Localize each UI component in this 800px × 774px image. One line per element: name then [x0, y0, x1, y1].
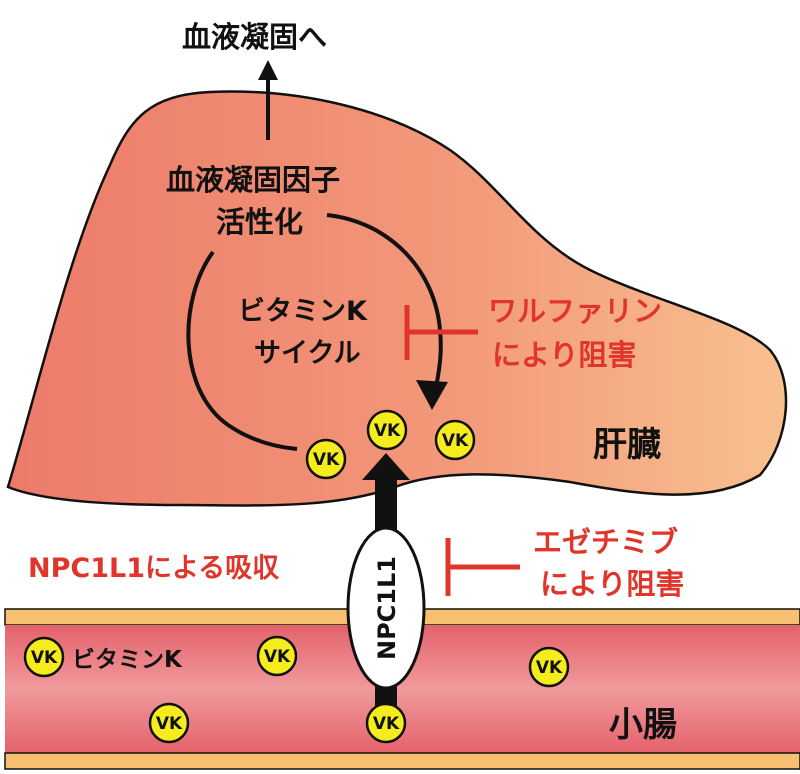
svg-text:VK: VK	[373, 714, 400, 734]
vk-molecule-intestine-legend: VK	[23, 636, 65, 678]
vk-cycle-arrow-head	[416, 380, 448, 410]
vk-cycle-label-2: サイクル	[254, 338, 361, 369]
npc1l1-absorption-label: NPC1L1による吸収	[28, 553, 280, 584]
svg-text:VK: VK	[31, 648, 58, 668]
intestine-wall-bottom	[4, 752, 800, 770]
svg-text:VK: VK	[313, 450, 340, 470]
coag-factor-label-1: 血液凝固因子	[166, 163, 340, 197]
vk-molecule-intestine-3: VK	[528, 646, 570, 688]
vk-molecule-liver-left: VK	[305, 438, 347, 480]
svg-text:VK: VK	[156, 714, 183, 734]
svg-text:VK: VK	[442, 431, 469, 451]
top-destination-label: 血液凝固へ	[182, 20, 327, 54]
warfarin-label-1: ワルファリン	[488, 294, 662, 328]
vk-molecule-intestine-4: VK	[148, 702, 190, 744]
vk-cycle-arc-left	[186, 250, 298, 451]
vk-molecule-intestine-channel: VK	[365, 702, 407, 744]
small-intestine-label: 小腸	[609, 705, 677, 745]
coagulation-arrow-head	[258, 60, 278, 80]
liver-organ	[6, 90, 788, 507]
ezetimibe-label-2: により阻害	[540, 567, 684, 601]
svg-text:VK: VK	[264, 647, 291, 667]
npc1l1-transporter-label: NPC1L1	[373, 556, 401, 660]
vitamin-k-legend-label: ビタミンK	[72, 647, 183, 673]
transport-arrow-head	[362, 453, 410, 480]
liver-label: 肝臓	[593, 425, 661, 465]
coag-factor-label-2: 活性化	[216, 205, 303, 239]
svg-text:VK: VK	[374, 421, 401, 441]
warfarin-label-2: により阻害	[492, 338, 636, 372]
npc1l1-transporter	[346, 526, 426, 690]
ezetimibe-label-1: エゼチミブ	[533, 525, 678, 559]
vk-molecule-intestine-2: VK	[256, 635, 298, 677]
vk-molecule-liver-center: VK	[366, 409, 408, 451]
vk-cycle-label-1: ビタミンK	[238, 296, 368, 327]
vk-cycle-arc-right	[326, 213, 443, 383]
vk-molecule-liver-right: VK	[434, 419, 476, 461]
svg-text:VK: VK	[536, 658, 563, 678]
